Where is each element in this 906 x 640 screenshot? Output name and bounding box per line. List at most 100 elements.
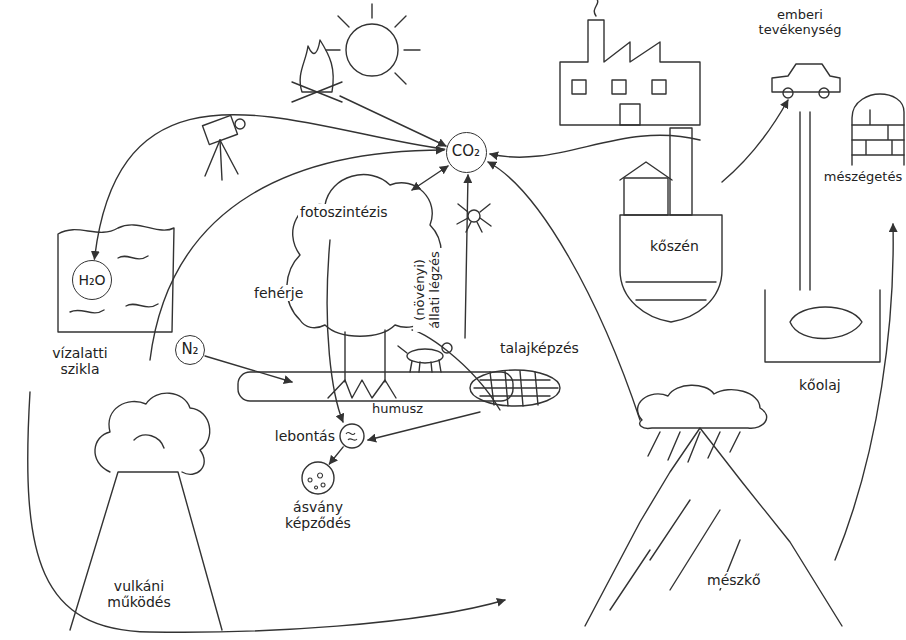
camera-tripod <box>202 115 245 180</box>
dog <box>398 343 452 372</box>
organism-sketch <box>346 432 357 440</box>
flow-arrows <box>205 356 292 382</box>
limestone-mountain <box>648 432 740 462</box>
sun <box>346 24 398 76</box>
lime-kiln <box>852 110 904 155</box>
camera-tripod <box>220 140 238 174</box>
limestone-mountain <box>638 385 767 428</box>
flow-arrows <box>465 175 468 338</box>
sun <box>404 49 420 50</box>
process-node: lebontás <box>275 423 365 449</box>
coal-mine <box>620 215 722 322</box>
volcano <box>95 393 210 474</box>
water-cloud <box>58 225 174 332</box>
node-text: ásvány képződés <box>278 499 358 531</box>
circle-outline <box>301 461 335 495</box>
cycle-arrow <box>329 447 343 464</box>
process-node: ásvány képződés <box>278 461 358 531</box>
sun <box>326 49 340 50</box>
circle-outline <box>339 423 365 449</box>
flow-arrows <box>722 100 788 182</box>
process-label: vulkáni működés <box>92 578 186 610</box>
process-label: mészkő <box>705 572 763 588</box>
coal-mine <box>670 128 692 215</box>
soil-band <box>470 370 560 406</box>
camera-tripod <box>220 140 222 180</box>
spider <box>468 210 480 222</box>
sun <box>326 4 420 84</box>
factory <box>620 104 640 125</box>
lime-kiln <box>852 94 904 165</box>
node-text: lebontás <box>275 428 335 444</box>
car <box>819 88 829 98</box>
compound-circle: CO₂ <box>446 132 487 173</box>
compound-circle: H₂O <box>72 260 112 300</box>
factory <box>652 80 666 94</box>
campfire <box>292 40 342 102</box>
lime-kiln <box>852 94 904 165</box>
sun <box>395 73 406 84</box>
process-label: vízalatti szikla <box>36 345 124 377</box>
oil-well <box>765 290 880 362</box>
flow-arrows <box>488 162 640 420</box>
process-label: fehérje <box>252 285 305 301</box>
circle-outline <box>302 462 334 494</box>
oil-well <box>765 112 880 362</box>
flow-arrows <box>490 135 700 157</box>
car <box>772 64 840 98</box>
flow-arrows <box>28 392 505 632</box>
factory <box>560 20 700 125</box>
soil-band <box>474 371 558 406</box>
coal-mine <box>624 178 668 215</box>
node-text: N₂ <box>181 341 198 358</box>
water-cloud <box>58 225 174 332</box>
dog <box>398 346 441 372</box>
flow-arrows <box>340 96 446 146</box>
process-label: mészégetés <box>818 170 906 185</box>
sun <box>338 16 349 27</box>
car <box>783 88 793 98</box>
flow-arrows <box>412 330 500 410</box>
mineral-circle <box>301 461 335 495</box>
campfire <box>300 40 333 92</box>
coal-mine <box>620 162 672 180</box>
volcano <box>70 472 222 630</box>
spider <box>457 204 491 232</box>
process-label: kőszén <box>648 238 701 254</box>
volcano <box>134 435 164 448</box>
tree <box>344 332 345 382</box>
limestone-mountain <box>610 500 740 610</box>
spider <box>457 204 491 232</box>
tree <box>384 330 385 382</box>
sun <box>395 16 406 27</box>
factory <box>560 0 700 125</box>
decomposer-circle <box>339 423 365 449</box>
process-label: (növényi) állati légzés <box>413 248 443 332</box>
process-label: humusz <box>370 402 425 417</box>
circle-outline <box>340 424 364 448</box>
cycle-arrow <box>94 115 444 260</box>
flow-arrows <box>150 150 444 360</box>
process-label: emberi tevékenység <box>746 8 854 38</box>
flow-arrows <box>327 240 343 422</box>
sun <box>371 4 372 18</box>
flow-arrows <box>28 96 893 632</box>
coal-mine <box>626 282 716 300</box>
oil-well <box>790 307 862 339</box>
tree <box>328 380 396 398</box>
process-label: talajképzés <box>498 340 581 356</box>
factory <box>572 80 586 94</box>
flow-arrows <box>835 224 893 560</box>
node-text: H₂O <box>78 272 105 288</box>
organism-sketch <box>308 473 325 489</box>
coal-mine <box>620 128 722 322</box>
limestone-mountain <box>585 428 842 626</box>
volcano <box>70 393 222 630</box>
node-text: CO₂ <box>452 143 480 160</box>
camera-tripod <box>235 119 245 129</box>
soil-band <box>238 370 560 406</box>
